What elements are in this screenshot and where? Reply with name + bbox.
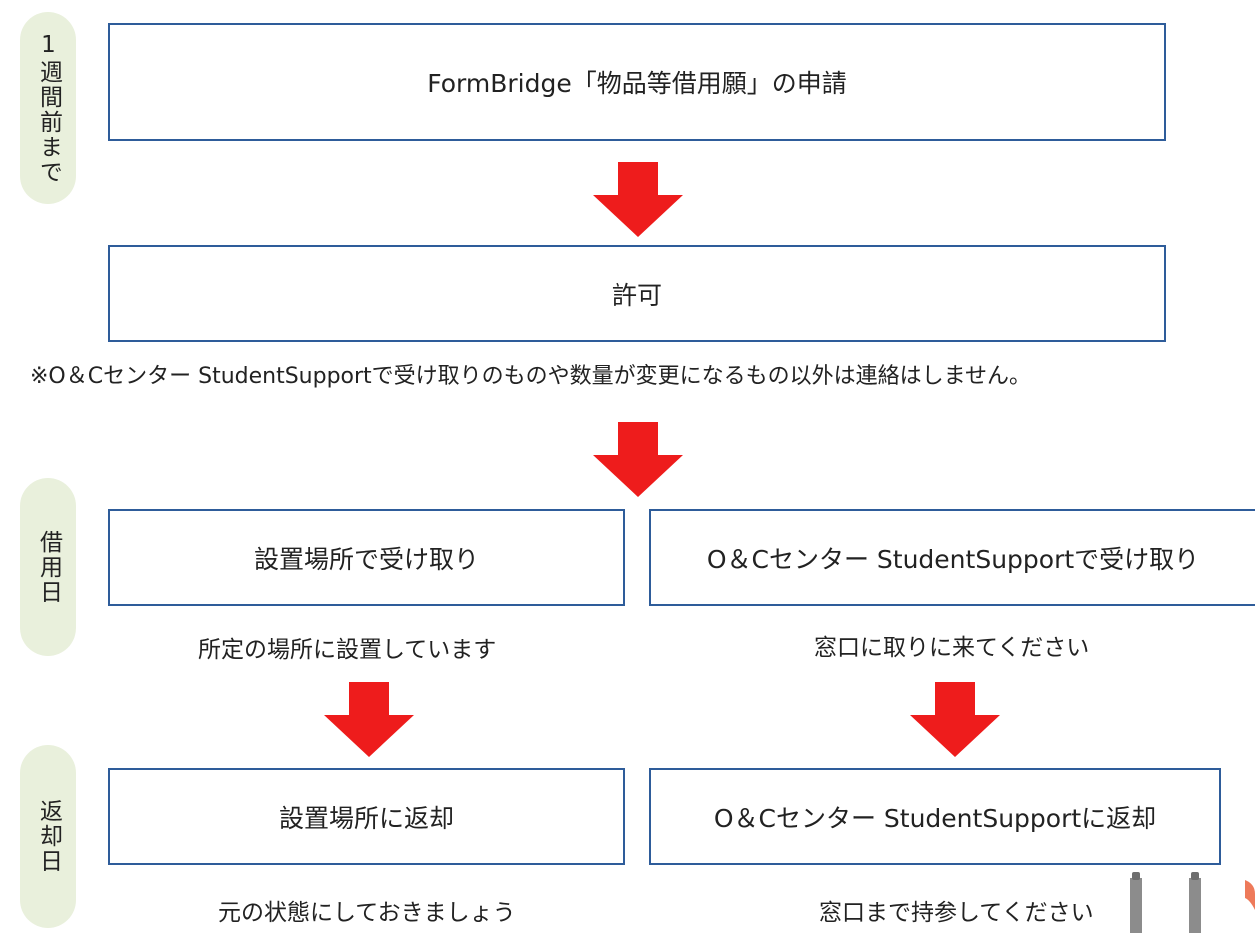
- permit-step-box: 許可: [108, 245, 1166, 342]
- left-return-label: 設置場所に返却: [278, 803, 454, 833]
- apply-step-box: FormBridge「物品等借用願」の申請: [108, 23, 1166, 141]
- left-return-box: 設置場所に返却: [108, 768, 625, 865]
- permit-step-label: 許可: [611, 280, 662, 310]
- down-arrow-icon: [593, 162, 683, 237]
- down-arrow-icon: [593, 422, 683, 497]
- left-receive-label: 設置場所で受け取り: [253, 544, 479, 574]
- stage-return-day-label: 返却日: [35, 799, 62, 874]
- left-receive-box: 設置場所で受け取り: [108, 509, 625, 606]
- stage-week-before: 1週間前まで: [20, 12, 76, 204]
- right-return-note: 窓口まで持参してください: [819, 900, 1094, 926]
- right-receive-box: O＆Cセンター StudentSupportで受け取り: [649, 509, 1255, 606]
- right-receive-note: 窓口に取りに来てください: [814, 635, 1090, 661]
- left-receive-note: 所定の場所に設置しています: [198, 637, 497, 663]
- permit-note: ※O＆Cセンター StudentSupportで受け取りのものや数量が変更になる…: [30, 364, 1032, 389]
- down-arrow-icon: [910, 682, 1000, 757]
- down-arrow-icon: [324, 682, 414, 757]
- right-return-label: O＆Cセンター StudentSupportに返却: [713, 803, 1157, 833]
- left-return-note: 元の状態にしておきましょう: [218, 900, 516, 926]
- stage-return-day: 返却日: [20, 745, 76, 928]
- equipment-illustration-icon: [1130, 872, 1255, 933]
- stage-borrow-day-label: 借用日: [35, 529, 62, 605]
- apply-step-label: FormBridge「物品等借用願」の申請: [427, 69, 847, 98]
- right-return-box: O＆Cセンター StudentSupportに返却: [649, 768, 1221, 865]
- stage-borrow-day: 借用日: [20, 478, 76, 656]
- stage-week-before-label: 1週間前まで: [35, 31, 62, 185]
- right-receive-label: O＆Cセンター StudentSupportで受け取り: [706, 544, 1200, 574]
